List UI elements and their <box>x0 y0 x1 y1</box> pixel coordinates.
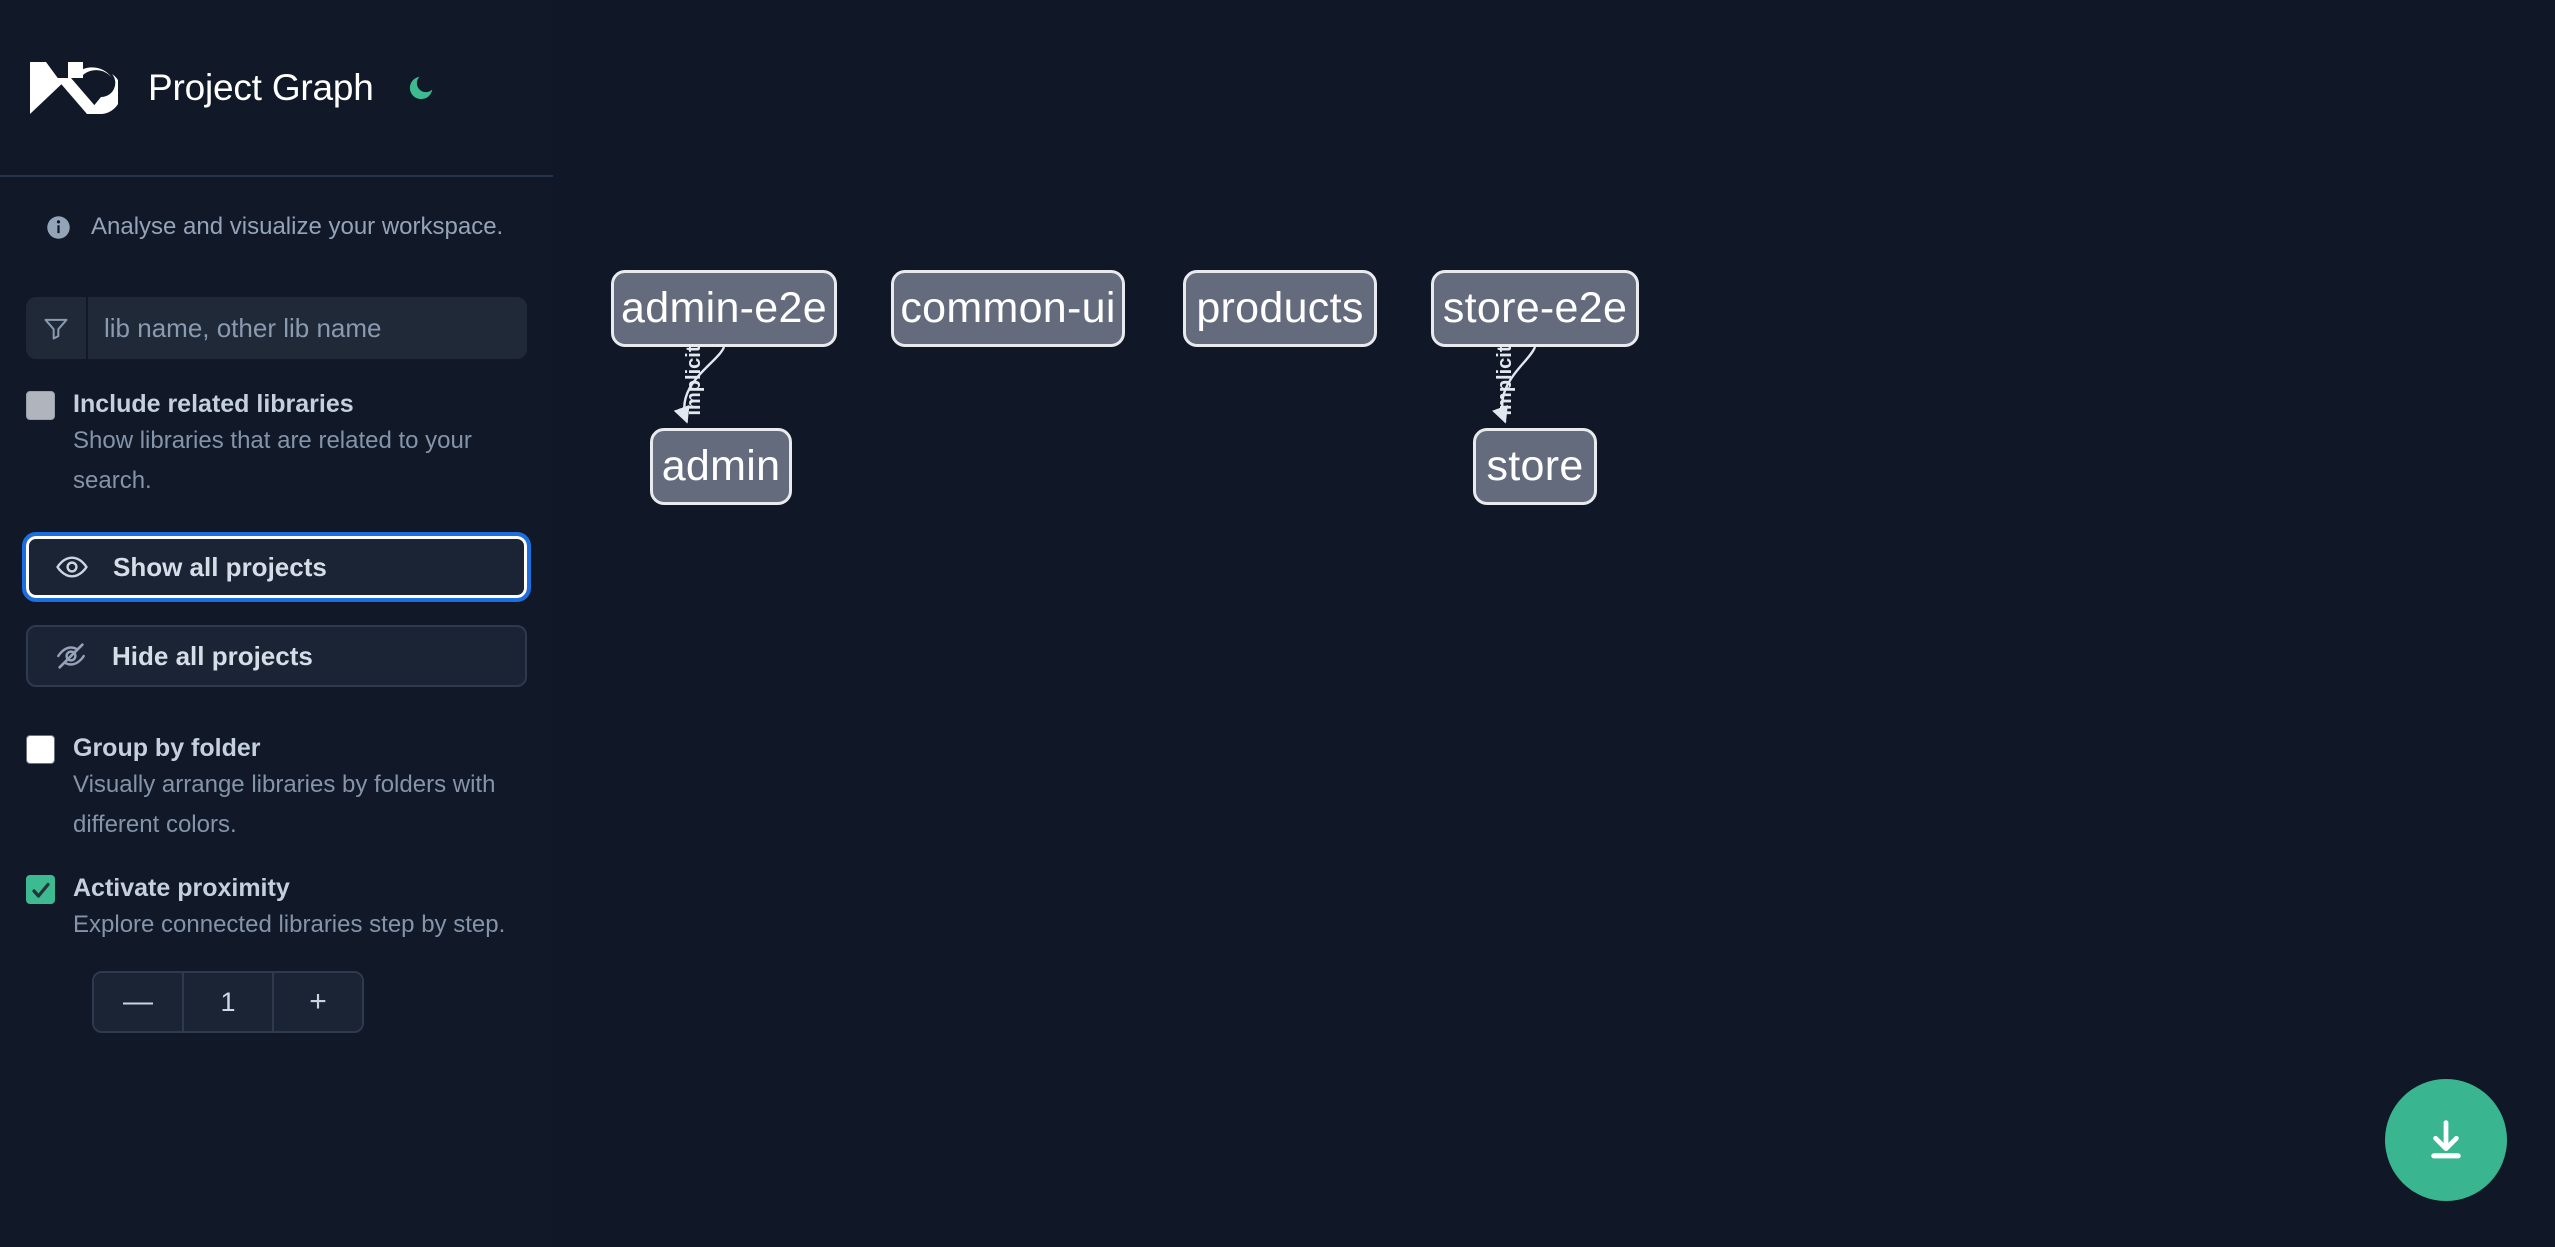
hide-all-projects-label: Hide all projects <box>112 640 313 671</box>
group-by-folder-checkbox[interactable] <box>26 735 55 764</box>
graph-edge-label: implicit <box>683 345 705 415</box>
graph-edges: implicit implicit <box>673 345 1537 424</box>
search-input[interactable] <box>88 297 527 359</box>
proximity-value: 1 <box>184 973 272 1031</box>
proximity-decrement-button[interactable]: — <box>94 973 184 1031</box>
graph-edge-store-e2e-to-store[interactable] <box>1492 346 1537 424</box>
app-title: Project Graph <box>148 66 374 108</box>
filter-field[interactable] <box>26 297 527 359</box>
hide-all-projects-button[interactable]: Hide all projects <box>26 625 527 687</box>
graph-node-label: admin-e2e <box>621 284 827 332</box>
filter-icon <box>26 297 88 359</box>
include-related-libraries-checkbox[interactable] <box>26 391 55 420</box>
graph-node-store[interactable]: store <box>1473 428 1597 505</box>
graph-node-label: store-e2e <box>1442 284 1628 332</box>
activate-proximity-label: Activate proximity <box>73 874 290 902</box>
activate-proximity-checkbox[interactable] <box>26 875 55 904</box>
option-activate-proximity[interactable]: Activate proximity Explore connected lib… <box>0 845 553 945</box>
graph-edge-label: implicit <box>1494 345 1516 415</box>
graph-canvas[interactable]: implicit implicit admin-e2e common-ui produ… <box>553 0 2555 1247</box>
show-all-projects-label: Show all projects <box>113 551 327 582</box>
include-related-libraries-label: Include related libraries <box>73 390 354 418</box>
graph-node-label: admin <box>661 442 781 490</box>
graph-node-label: products <box>1196 284 1364 332</box>
sidebar: Project Graph Analyse and visualize yo <box>0 0 553 1247</box>
graph-node-admin[interactable]: admin <box>650 428 792 505</box>
sidebar-subtitle: Analyse and visualize your workspace. <box>0 177 553 277</box>
sidebar-header: Project Graph <box>0 0 553 177</box>
graph-node-products[interactable]: products <box>1183 270 1377 347</box>
sidebar-subtitle-text: Analyse and visualize your workspace. <box>91 213 504 240</box>
option-group-by-folder[interactable]: Group by folder Visually arrange librari… <box>0 687 553 845</box>
moon-icon[interactable] <box>399 66 443 110</box>
graph-node-common-ui[interactable]: common-ui <box>891 270 1125 347</box>
include-related-libraries-description: Show libraries that are related to your … <box>73 427 472 494</box>
graph-node-store-e2e[interactable]: store-e2e <box>1431 270 1639 347</box>
activate-proximity-description: Explore connected libraries step by step… <box>73 911 506 938</box>
graph-node-admin-e2e[interactable]: admin-e2e <box>611 270 837 347</box>
eye-off-icon <box>54 639 88 673</box>
download-graph-button[interactable] <box>2385 1079 2507 1201</box>
show-all-projects-button[interactable]: Show all projects <box>22 532 531 602</box>
graph-node-label: common-ui <box>900 284 1116 332</box>
proximity-increment-button[interactable]: + <box>272 973 362 1031</box>
graph-node-label: store <box>1486 442 1584 490</box>
proximity-stepper[interactable]: — 1 + <box>92 971 364 1033</box>
group-by-folder-description: Visually arrange libraries by folders wi… <box>73 771 496 838</box>
group-by-folder-label: Group by folder <box>73 734 261 762</box>
nx-logo-icon <box>26 56 122 120</box>
eye-icon <box>55 550 89 584</box>
graph-edge-admin-e2e-to-admin[interactable] <box>673 346 726 424</box>
info-icon <box>45 214 72 241</box>
option-include-related-libraries[interactable]: Include related libraries Show libraries… <box>0 359 553 501</box>
